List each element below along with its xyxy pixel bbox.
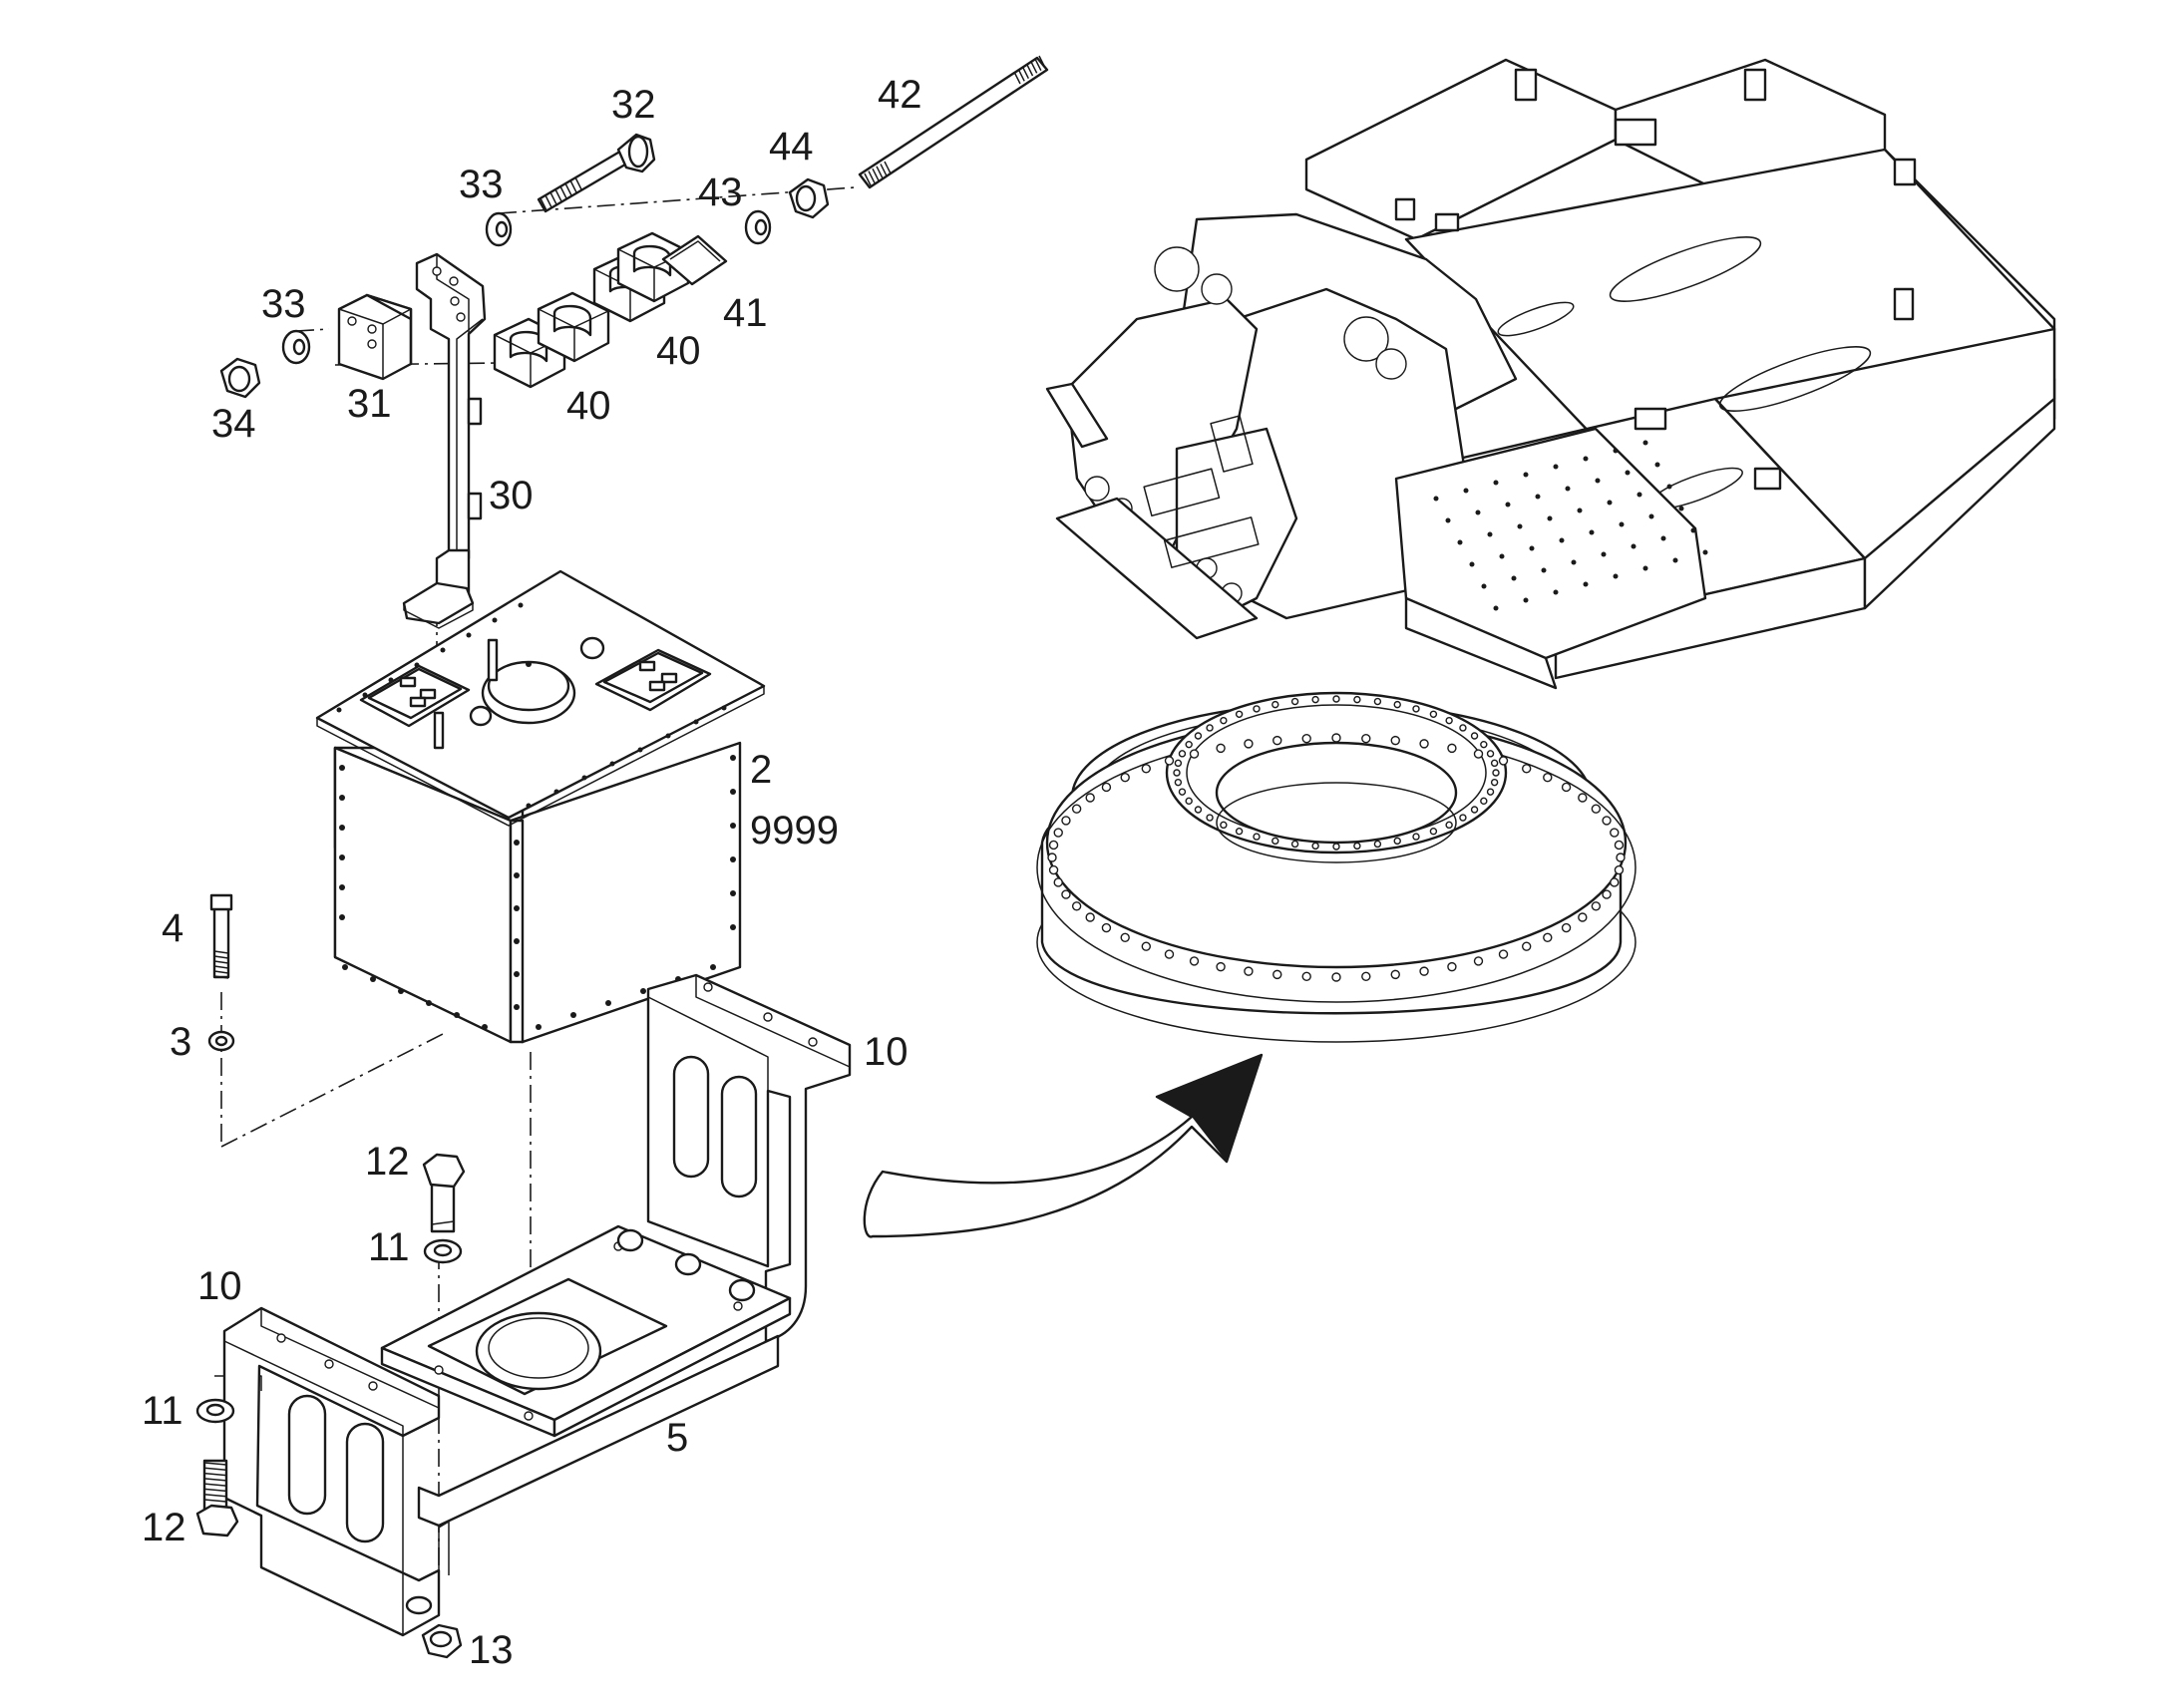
part-12-bolt-upper [422, 1153, 466, 1233]
label-9999: 9999 [750, 809, 839, 853]
label-12-lower: 12 [142, 1506, 186, 1549]
label-12-upper: 12 [365, 1140, 410, 1184]
label-41: 41 [723, 291, 768, 335]
label-40-upper: 40 [656, 329, 701, 373]
curved-assembly-arrow [863, 1053, 1264, 1238]
label-34: 34 [211, 402, 256, 446]
label-10-left: 10 [197, 1264, 242, 1308]
part-11-washer-lower [195, 1398, 235, 1424]
label-11-upper: 11 [368, 1225, 410, 1269]
part-30-support-bracket [402, 252, 487, 629]
label-2: 2 [750, 748, 772, 792]
upper-frame-chassis [1045, 58, 2056, 690]
label-32: 32 [611, 83, 656, 127]
part-41-cover-plate [661, 234, 728, 286]
label-31: 31 [347, 382, 392, 426]
part-10-mounting-bracket-right [646, 973, 852, 1343]
label-43: 43 [698, 171, 743, 214]
part-32-bolt [537, 133, 656, 213]
label-4: 4 [162, 906, 183, 950]
part-40-clamp-half-rear [537, 291, 610, 363]
label-33-upper: 33 [459, 163, 504, 206]
part-4-bolt [209, 893, 233, 979]
part-5-base-plate [380, 1224, 792, 1528]
part-33-washer-lower [281, 329, 311, 365]
part-31-clamp-plate [337, 293, 413, 381]
label-42: 42 [878, 73, 922, 117]
slewing-ring-bearing [1036, 691, 1636, 1043]
part-13-nut [421, 1623, 463, 1659]
part-3-washer [207, 1030, 235, 1052]
label-40-lower: 40 [566, 384, 611, 428]
part-12-bolt-lower [195, 1459, 239, 1537]
part-11-washer-upper [423, 1238, 463, 1264]
label-44: 44 [769, 125, 814, 169]
label-5: 5 [666, 1416, 688, 1460]
label-11-lower: 11 [142, 1389, 183, 1433]
label-3: 3 [170, 1020, 191, 1064]
callout-labels: 32 42 33 44 43 33 41 40 40 31 34 30 2 99… [142, 73, 922, 1672]
part-43-washer [744, 209, 772, 245]
label-13: 13 [469, 1628, 514, 1672]
part-2-battery-box [315, 569, 766, 1044]
part-33-washer-upper [485, 211, 513, 247]
label-30: 30 [489, 474, 534, 517]
label-33-lower: 33 [261, 282, 306, 326]
part-10-mounting-bracket-left [222, 1306, 450, 1637]
part-44-nut [788, 177, 830, 219]
label-10-right: 10 [864, 1030, 908, 1074]
part-40-clamp-half-rear-2 [616, 231, 690, 303]
part-34-nut [219, 357, 261, 399]
part-42-threaded-stud [858, 55, 1049, 189]
